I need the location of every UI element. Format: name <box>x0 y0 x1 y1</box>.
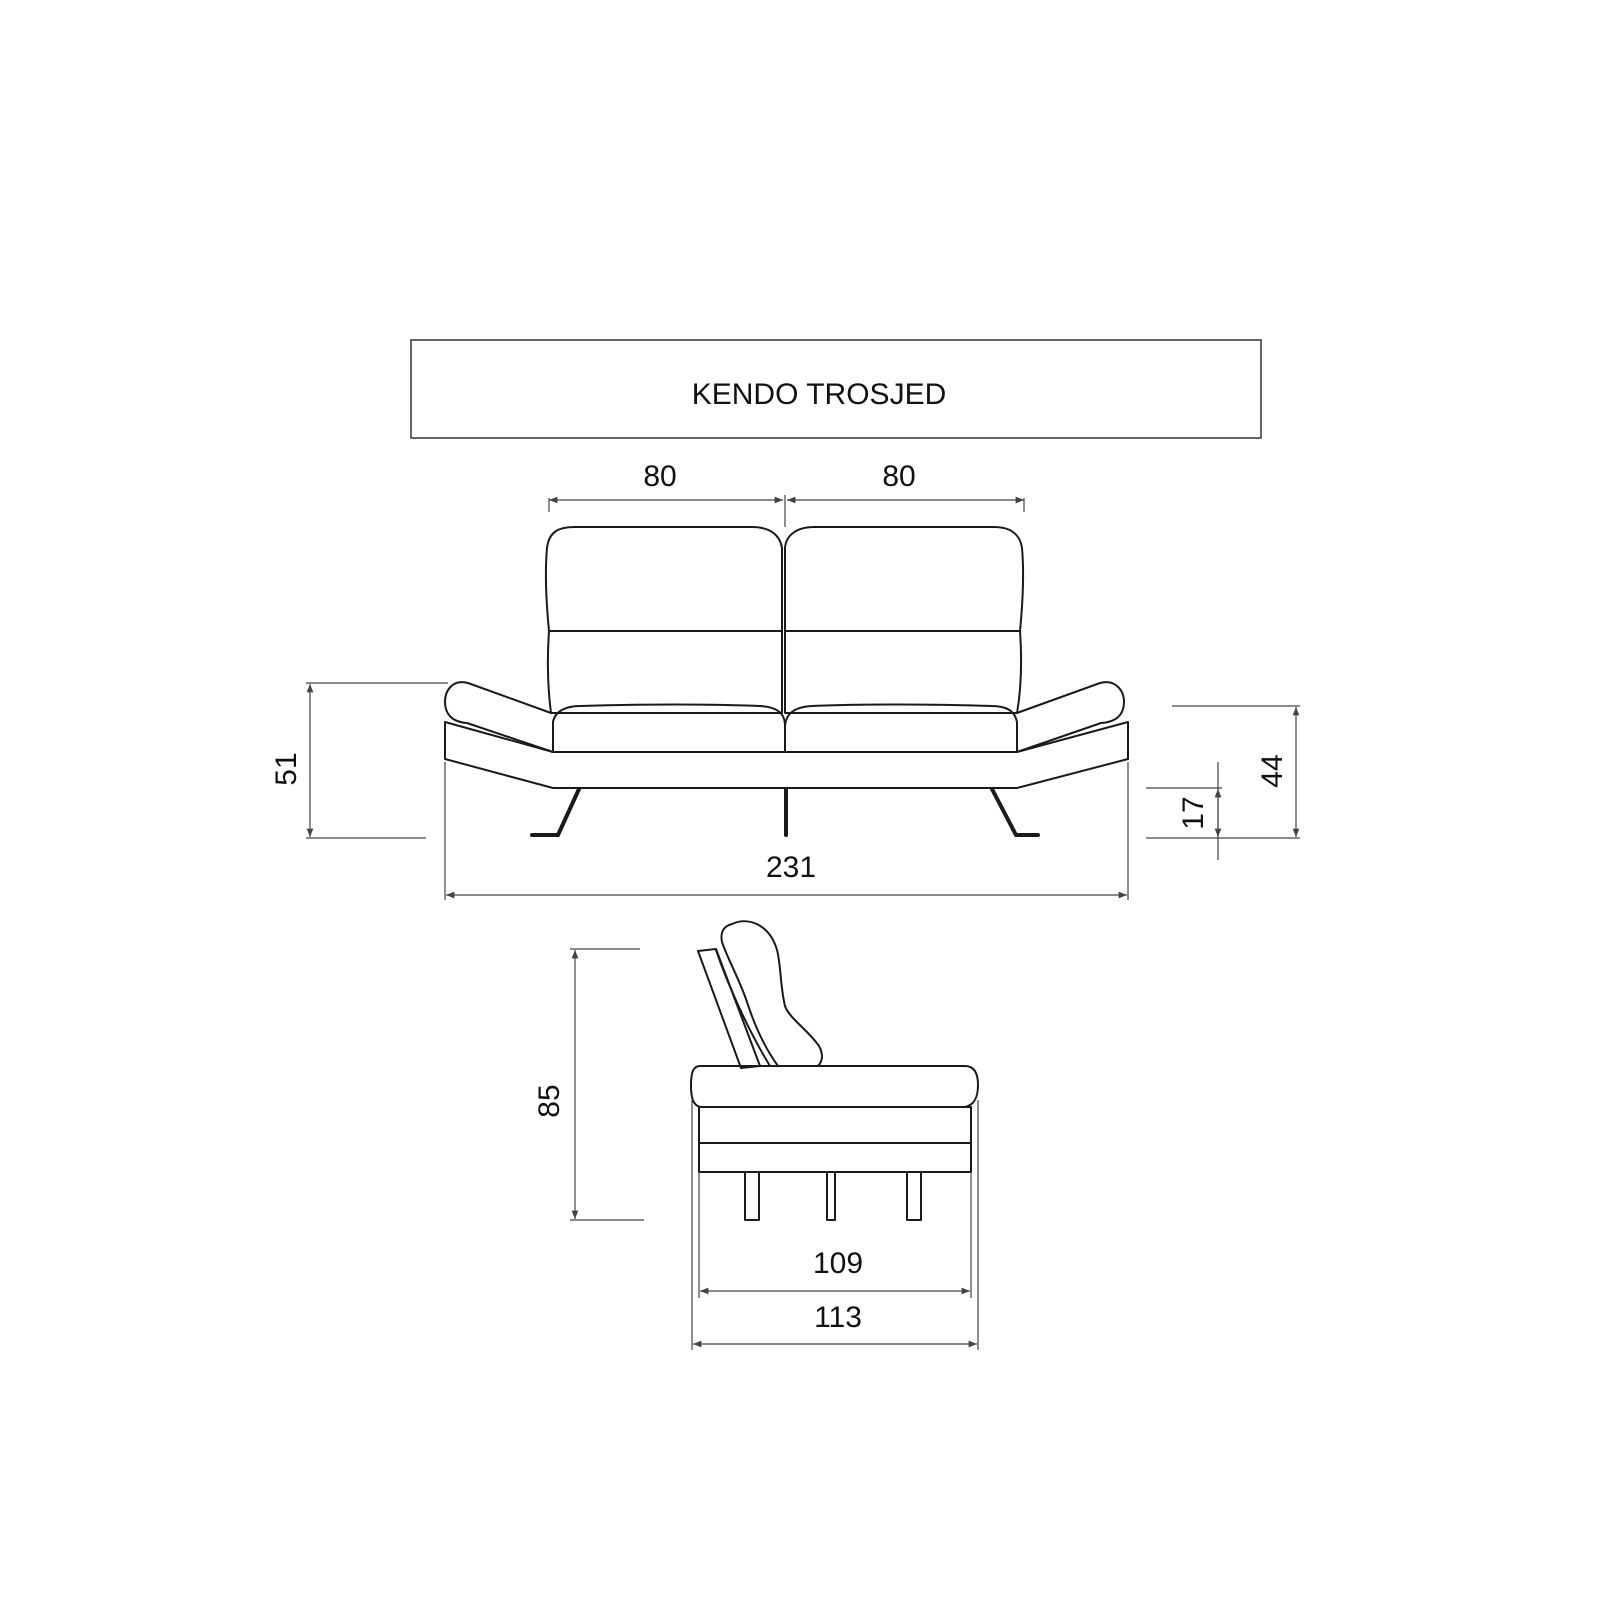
title-frame <box>410 339 1262 439</box>
legs-side <box>744 1171 922 1221</box>
back-cushion-left-upper <box>544 526 783 632</box>
backrest-cushion <box>720 920 823 1067</box>
dim-label-51: 51 <box>270 752 303 785</box>
dim-label-85: 85 <box>533 1084 566 1117</box>
seat-cushion-right <box>784 703 1018 753</box>
back-cushion-right-upper <box>784 526 1025 632</box>
title-text: KENDO TROSJED <box>692 378 947 411</box>
dim-label-109: 109 <box>813 1247 863 1280</box>
dim-label-17: 17 <box>1177 796 1210 829</box>
dim-total-depth: 113 <box>691 1100 979 1350</box>
back-cushion-right-lower <box>784 630 1022 714</box>
side-view: 85 109 113 <box>533 920 979 1350</box>
leg-side-middle <box>826 1171 836 1221</box>
dim-seat-depth: 109 <box>698 1172 972 1298</box>
legs-front <box>530 787 1040 837</box>
seat-body <box>698 1106 972 1144</box>
dim-label-80-left: 80 <box>643 460 676 493</box>
front-view: 80 80 231 51 44 <box>270 460 1300 900</box>
dim-total-height: 85 <box>533 948 644 1221</box>
dim-label-44: 44 <box>1256 754 1289 787</box>
seat-top <box>690 1065 979 1108</box>
dim-leg-height: 17 <box>1146 762 1222 860</box>
dim-label-231: 231 <box>766 851 816 884</box>
leg-right <box>990 787 1040 837</box>
leg-side-back <box>906 1171 922 1221</box>
arm-right <box>1016 681 1125 753</box>
leg-side-front <box>744 1171 760 1221</box>
seat-base <box>698 1142 972 1173</box>
title-block: KENDO TROSJED <box>410 339 1262 439</box>
dim-seat-width-right: 80 <box>784 460 1025 527</box>
dim-label-113: 113 <box>814 1301 862 1334</box>
backrest-inner-line <box>715 949 771 1067</box>
arm-left <box>444 681 554 753</box>
leg-left <box>530 787 581 837</box>
dim-arm-height: 51 <box>270 682 448 839</box>
dim-label-80-right: 80 <box>882 460 915 493</box>
backrest-frame <box>697 948 761 1069</box>
seat-cushion-left <box>552 703 786 753</box>
dim-seat-width-left: 80 <box>548 460 783 512</box>
dim-seat-height: 44 <box>1146 705 1300 839</box>
base-frame <box>444 721 1129 789</box>
dim-total-width: 231 <box>444 762 1129 900</box>
back-cushion-left-lower <box>546 630 783 714</box>
